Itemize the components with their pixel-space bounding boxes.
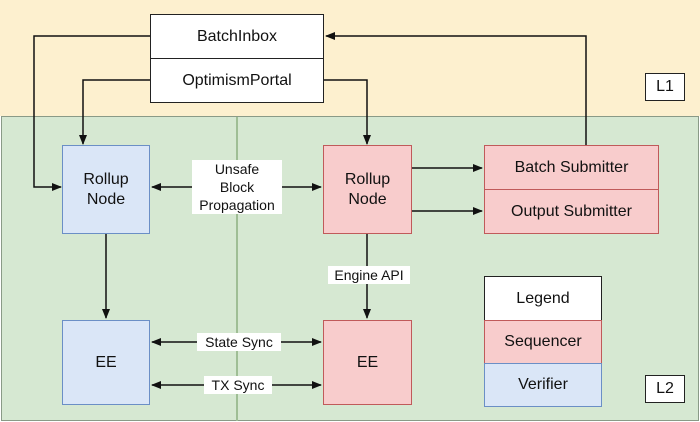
l2-divider xyxy=(236,117,238,421)
legend-verifier-label: Verifier xyxy=(518,376,568,393)
l1-zone xyxy=(0,0,700,116)
l2-tag-label: L2 xyxy=(656,380,674,397)
batch-inbox-label: BatchInbox xyxy=(196,27,278,45)
unsafe-block-propagation-label: Unsafe Block Propagation xyxy=(192,160,282,214)
verifier-ee-label: EE xyxy=(95,353,117,371)
batch-submitter-box: Batch Submitter xyxy=(484,145,659,190)
l1-tag: L1 xyxy=(645,73,685,101)
verifier-ee-box: EE xyxy=(62,320,150,405)
sequencer-rollup-node-box: Rollup Node xyxy=(323,145,412,234)
legend-title: Legend xyxy=(516,289,570,307)
legend-title-box: Legend xyxy=(484,276,602,321)
legend-sequencer-box: Sequencer xyxy=(484,320,602,364)
l2-tag: L2 xyxy=(645,375,685,403)
legend-sequencer-label: Sequencer xyxy=(504,333,582,350)
l1-tag-label: L1 xyxy=(656,78,674,95)
tx-sync-label: TX Sync xyxy=(204,376,272,394)
engine-api-label: Engine API xyxy=(328,266,410,284)
output-submitter-label: Output Submitter xyxy=(511,202,632,220)
verifier-rollup-node-box: Rollup Node xyxy=(62,145,150,234)
verifier-rollup-node-label: Rollup Node xyxy=(83,170,129,208)
batch-submitter-label: Batch Submitter xyxy=(514,158,629,176)
legend-verifier-box: Verifier xyxy=(484,363,602,407)
output-submitter-box: Output Submitter xyxy=(484,189,659,234)
batch-inbox-box: BatchInbox xyxy=(150,14,324,59)
optimism-portal-label: OptimismPortal xyxy=(182,71,292,89)
sequencer-ee-label: EE xyxy=(356,353,379,371)
sequencer-ee-box: EE xyxy=(323,320,412,405)
sequencer-rollup-node-label: Rollup Node xyxy=(344,170,391,208)
optimism-portal-box: OptimismPortal xyxy=(150,58,324,103)
state-sync-label: State Sync xyxy=(197,333,281,351)
